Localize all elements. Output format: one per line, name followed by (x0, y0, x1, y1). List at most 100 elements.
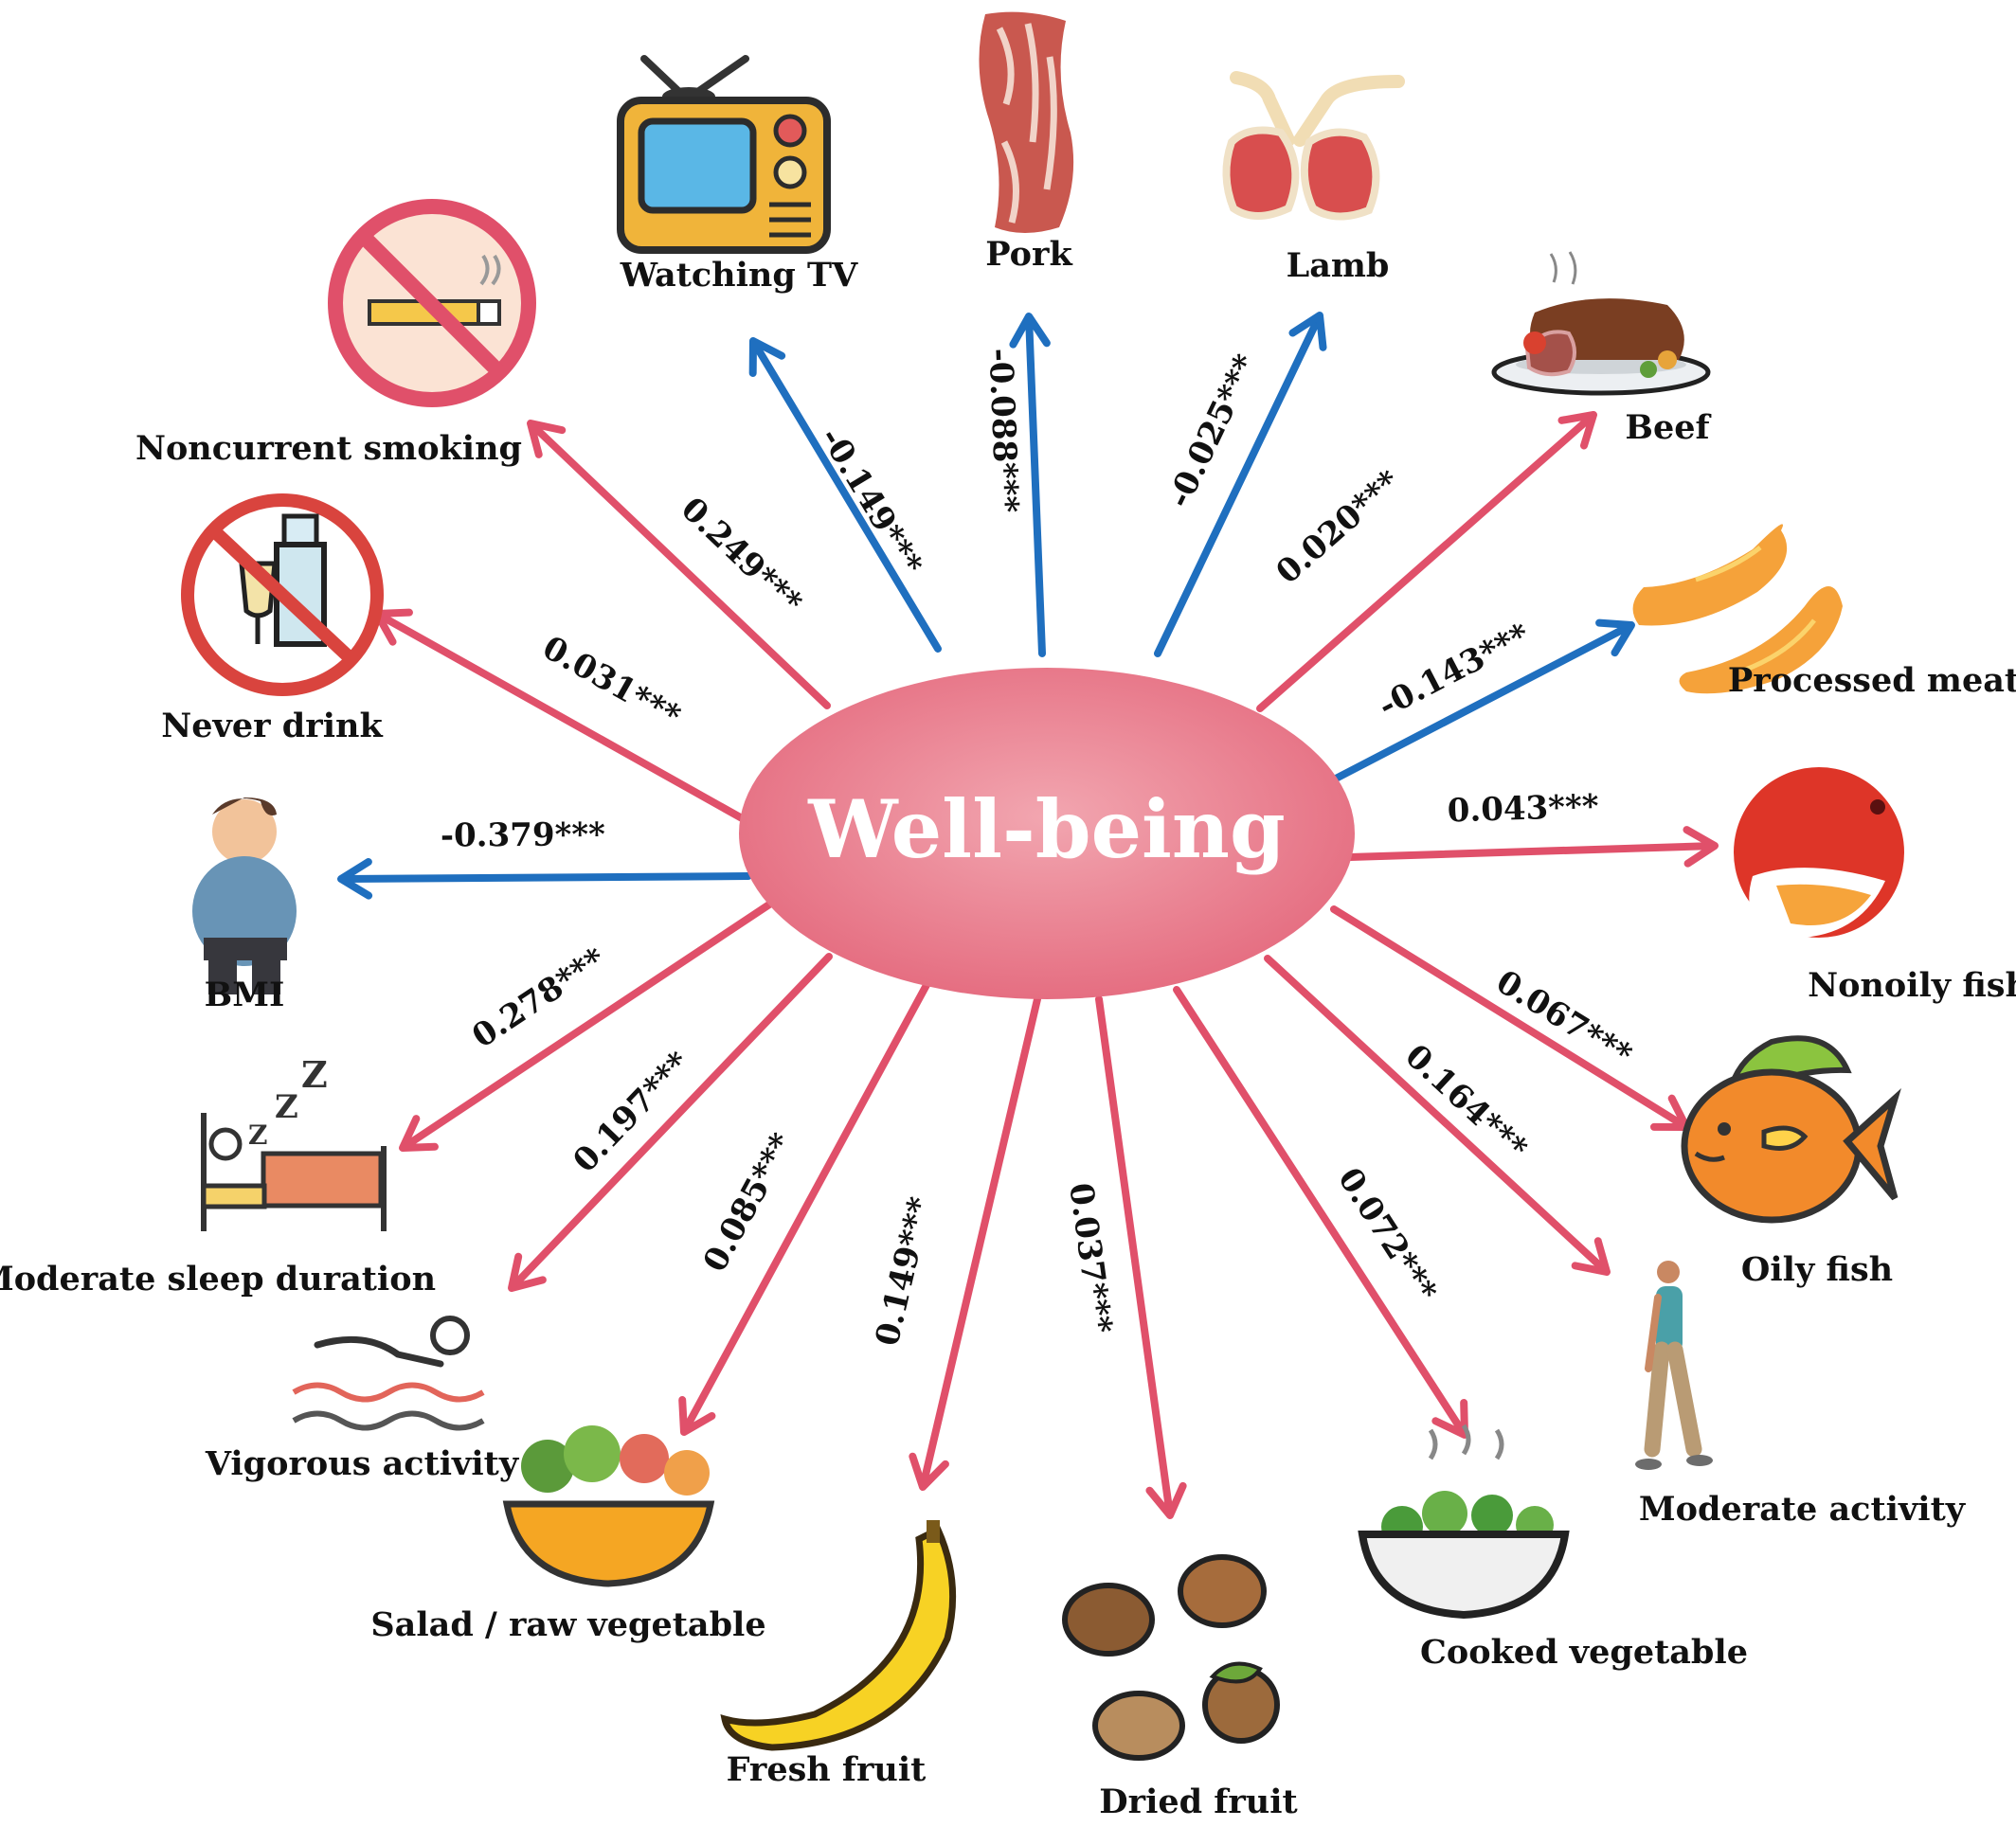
label-processed-meat: Processed meat (1728, 661, 2016, 700)
label-cooked-vegetable: Cooked vegetable (1420, 1633, 1748, 1672)
arrow-head (748, 337, 786, 377)
svg-text:Z: Z (301, 1053, 328, 1096)
label-fresh-fruit: Fresh fruit (727, 1750, 927, 1789)
label-dried-fruit: Dried fruit (1099, 1782, 1297, 1821)
lamb-chops-icon (1222, 71, 1405, 221)
swimmer-icon (292, 1316, 485, 1431)
arrow-head (1288, 312, 1327, 351)
arrow-head (678, 1396, 716, 1436)
label-oily-fish: Oily fish (1741, 1250, 1893, 1289)
arrow-oily-fish (1330, 905, 1690, 1131)
center-label: Well-being (807, 782, 1286, 876)
arrow-dried-fruit (1095, 995, 1187, 1519)
arrow-head (909, 1452, 949, 1491)
arrow-head (1431, 1399, 1468, 1439)
coefficient-pork: -0.088*** (981, 348, 1026, 514)
coefficient-nonoily-fish: 0.043*** (1447, 787, 1599, 830)
arrow-fresh-fruit (909, 995, 1041, 1491)
nuts-icon (1062, 1554, 1280, 1761)
arrow-lamb (1154, 312, 1327, 657)
arrow-shaft (1330, 905, 1687, 1129)
coefficient-bmi: -0.379*** (441, 815, 605, 854)
arrow-shaft (919, 995, 1041, 1488)
label-moderate-activity: Moderate activity (1639, 1490, 1967, 1529)
arrows-layer (337, 312, 1719, 1519)
arrow-shaft (751, 340, 942, 653)
arrow-head (1145, 1481, 1187, 1519)
coefficient-dried-fruit: 0.037*** (1061, 1181, 1119, 1336)
arrow-shaft (1264, 955, 1609, 1274)
arrow-cooked-vegetable (1173, 986, 1468, 1439)
arrow-pork (1009, 313, 1051, 657)
label-salad: Salad / raw vegetable (370, 1605, 765, 1644)
coefficient-salad: 0.085*** (696, 1127, 802, 1279)
arrow-moderate-activity (1264, 955, 1611, 1276)
arrow-head (527, 420, 567, 458)
arrow-shaft (402, 901, 773, 1150)
arrow-shaft (1025, 315, 1046, 657)
pork-icon (979, 11, 1074, 233)
arrow-shaft (1095, 995, 1174, 1516)
label-pork: Pork (985, 235, 1072, 274)
overweight-person-icon (192, 797, 297, 994)
arrow-processed-meat (1332, 618, 1635, 782)
label-vigorous-activity: Vigorous activity (205, 1444, 520, 1483)
coefficient-beef: 0.020*** (1269, 463, 1408, 592)
coefficient-fresh-fruit: 0.149*** (869, 1193, 940, 1350)
icons-layer: Z Z Z (181, 11, 1904, 1761)
arrow-nonoily-fish (1346, 826, 1719, 868)
center-node: Well-being (739, 668, 1355, 999)
salad-bowl-icon (502, 1425, 715, 1587)
arrow-sleep (399, 901, 773, 1152)
sausage-icon (1632, 524, 1843, 694)
label-lamb: Lamb (1287, 246, 1390, 285)
roast-beef-icon (1491, 251, 1711, 396)
arrow-shaft (681, 981, 930, 1433)
label-beef: Beef (1625, 408, 1711, 447)
arrow-salad (678, 981, 930, 1436)
label-bmi: BMI (205, 976, 285, 1014)
arrow-shaft (529, 421, 831, 709)
svg-text:Z: Z (275, 1088, 298, 1126)
no-smoking-icon (328, 199, 536, 407)
banana-icon (720, 1520, 957, 1751)
orange-fish-icon (1681, 1035, 1901, 1224)
arrow-shaft (376, 611, 747, 823)
tv-icon (617, 55, 831, 254)
arrow-shaft (340, 872, 752, 883)
labels-layer: -0.149*** Watching TV -0.088*** Pork -0.025*… (0, 235, 2016, 1821)
label-noncurrent-smoking: Noncurrent smoking (135, 429, 522, 468)
coefficient-noncurrent-smoking: 0.249*** (674, 490, 809, 621)
arrow-shaft (510, 953, 833, 1290)
walking-person-icon (1635, 1261, 1713, 1470)
arrow-head (399, 1115, 439, 1152)
coefficient-processed-meat: -0.143*** (1373, 616, 1537, 725)
arrow-vigorous-activity (508, 953, 833, 1292)
arrow-head (1571, 1237, 1611, 1276)
arrow-watching-tv (748, 337, 942, 653)
sleeping-bed-icon: Z Z Z (201, 1053, 387, 1231)
coefficient-watching-tv: -0.149*** (812, 421, 929, 582)
arrow-beef (1256, 411, 1597, 712)
arrow-head (1009, 313, 1051, 349)
arrow-shaft (1332, 622, 1632, 782)
arrow-head (337, 858, 373, 900)
label-watching-tv: Watching TV (620, 256, 858, 295)
arrow-head (1683, 826, 1719, 868)
red-fish-icon (1734, 767, 1904, 939)
coefficient-lamb: -0.025*** (1160, 349, 1265, 513)
arrow-head (1595, 618, 1635, 657)
arrow-bmi (337, 858, 752, 900)
no-alcohol-icon (181, 493, 384, 696)
arrow-shaft (1173, 986, 1467, 1436)
arrow-shaft (1256, 413, 1594, 712)
arrow-noncurrent-smoking (527, 420, 831, 709)
arrow-shaft (1154, 314, 1323, 657)
coefficient-sleep: 0.278*** (465, 940, 612, 1056)
label-sleep: Moderate sleep duration (0, 1260, 436, 1299)
label-nonoily-fish: Nonoily fish (1808, 966, 2016, 1005)
coefficient-cooked-vegetable: 0.072*** (1330, 1161, 1445, 1309)
arrow-head (1557, 411, 1597, 450)
arrow-head (508, 1252, 547, 1292)
